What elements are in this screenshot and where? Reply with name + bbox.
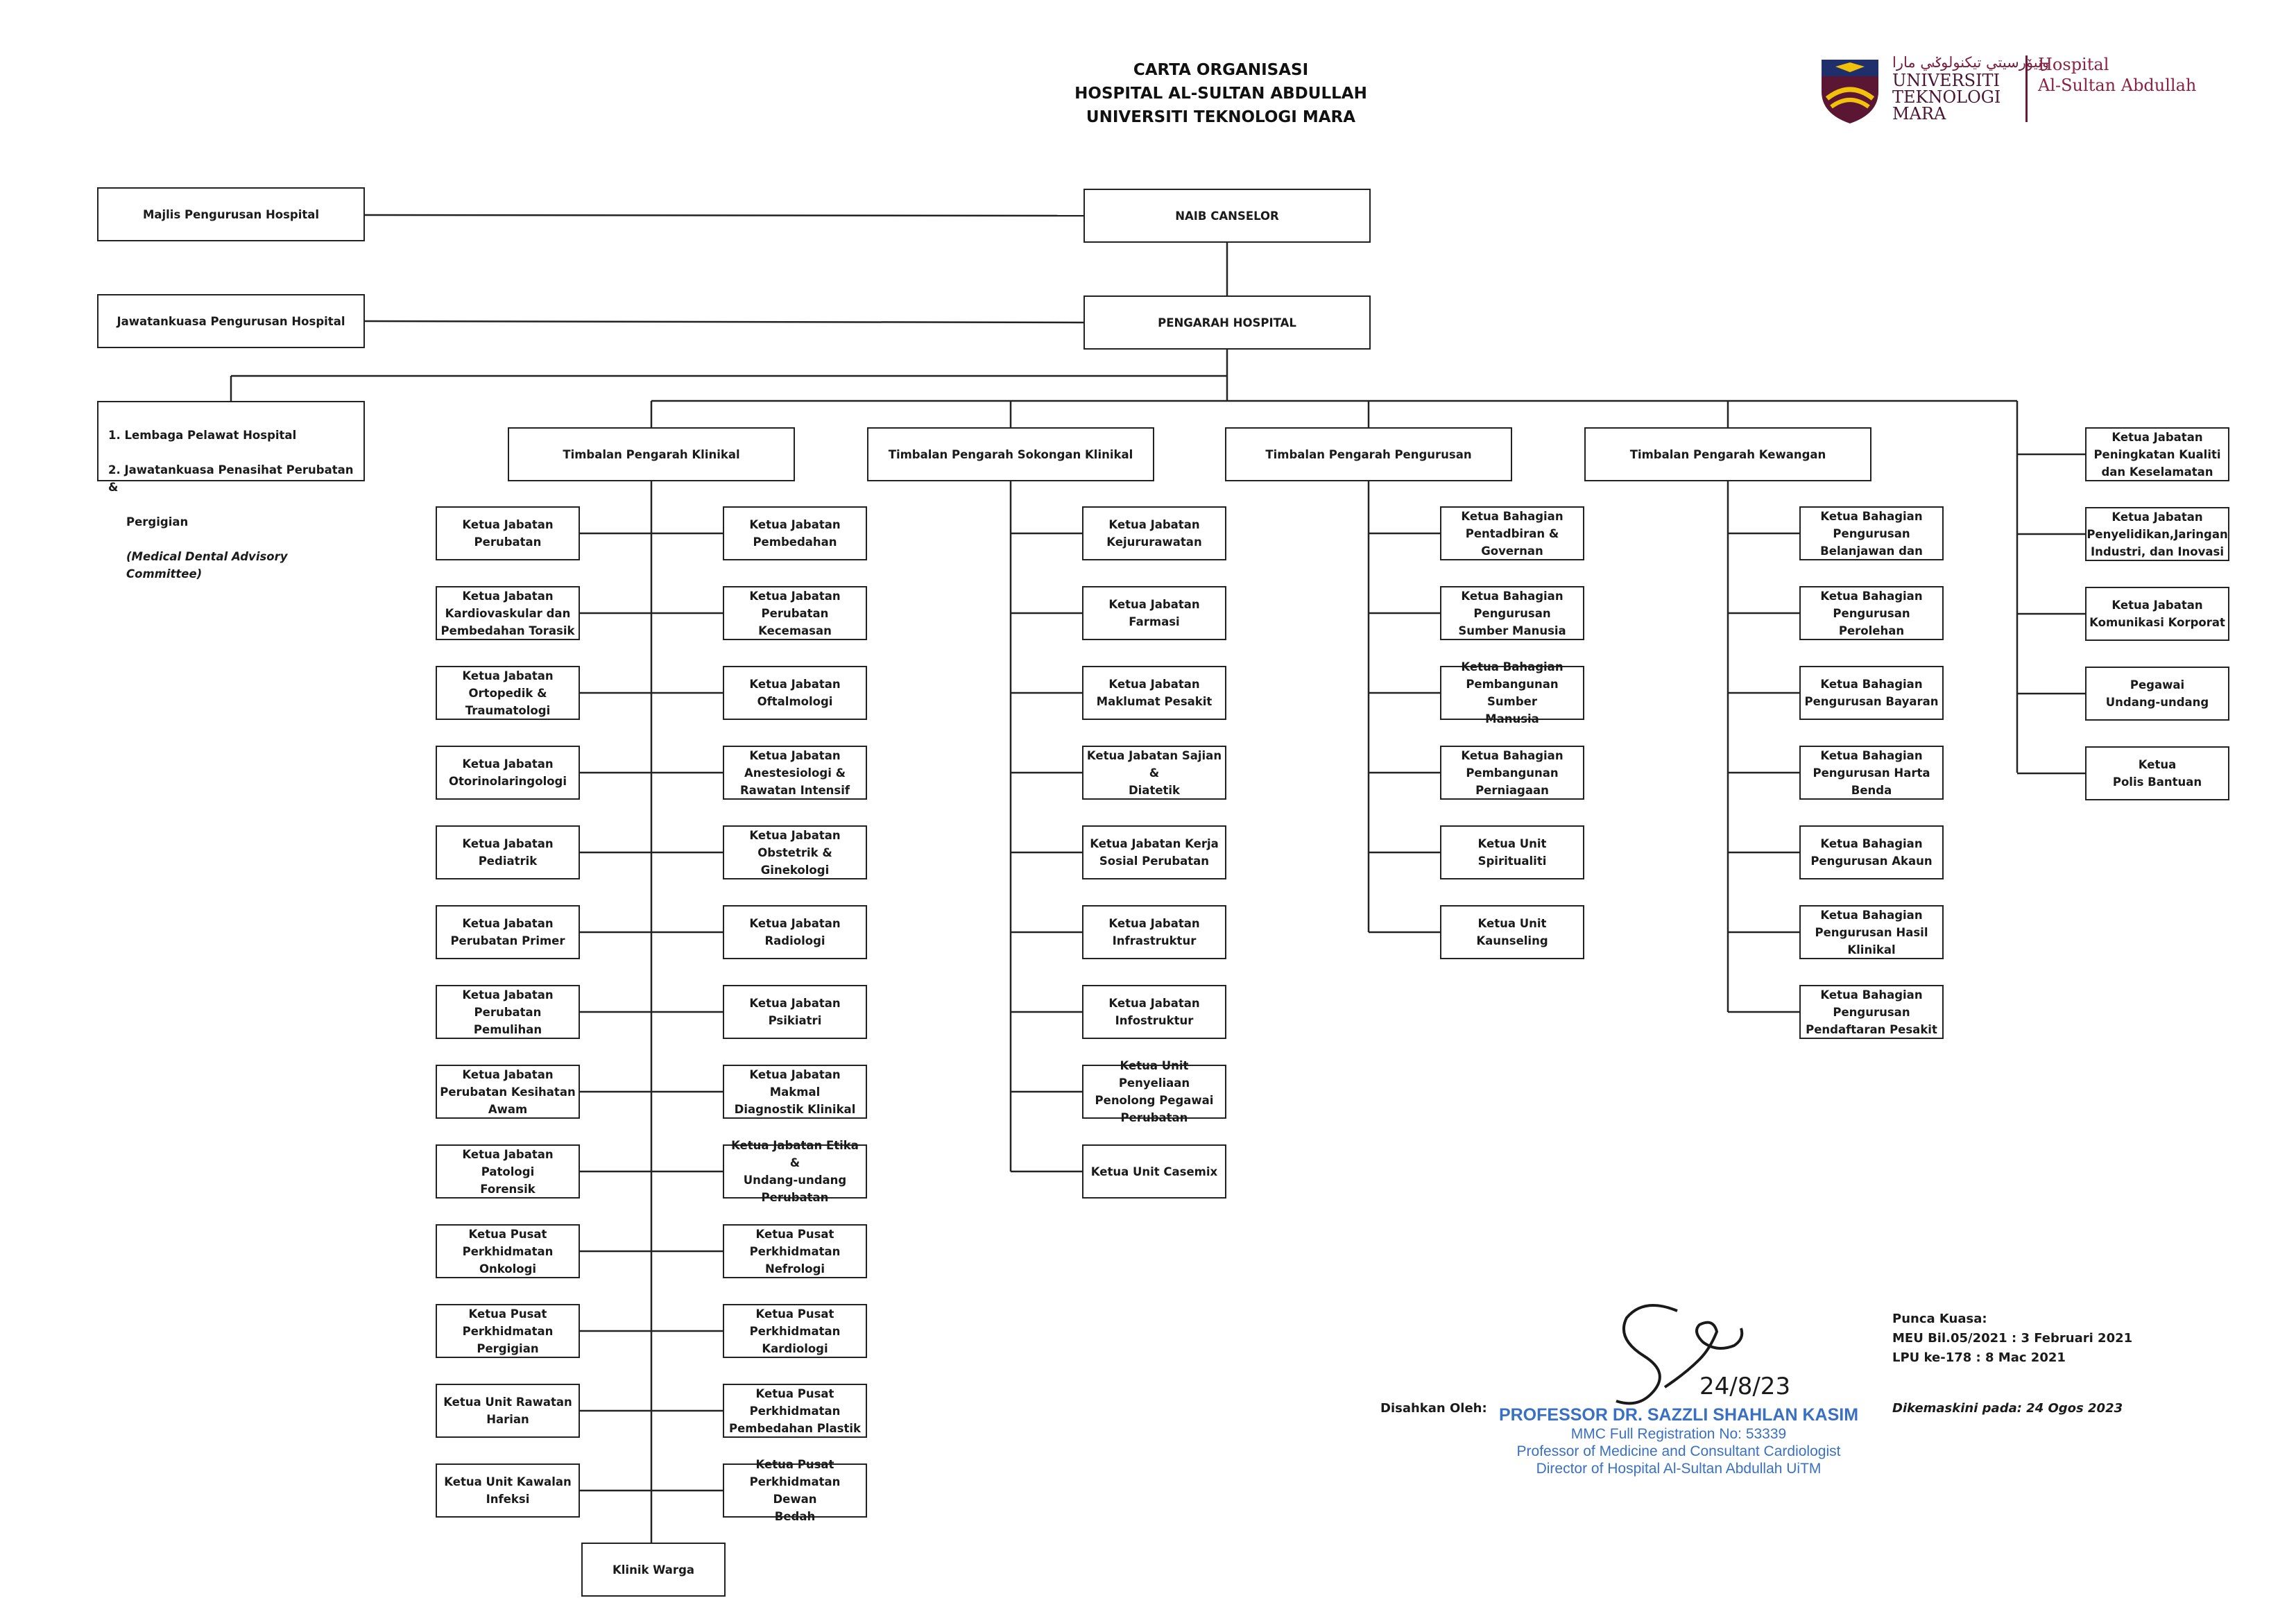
approval-stamp: PROFESSOR DR. SAZZLI SHAHLAN KASIM MMC F… (1491, 1405, 1866, 1477)
chart-title: CARTA ORGANISASI HOSPITAL AL-SULTAN ABDU… (943, 58, 1498, 129)
punca-kuasa: Punca Kuasa: MEU Bil.05/2021 : 3 Februar… (1892, 1309, 2132, 1368)
title-line-3: UNIVERSITI TEKNOLOGI MARA (1086, 108, 1356, 126)
box-sokongan-6: Ketua Jabatan Infrastruktur (1082, 905, 1226, 959)
box-sokongan-5: Ketua Jabatan Kerja Sosial Perubatan (1082, 825, 1226, 879)
box-klinikal-right-2: Ketua Jabatan Perubatan Kecemasan (723, 586, 867, 640)
box-klinikal-right-12: Ketua Pusat Perkhidmatan Pembedahan Plas… (723, 1384, 867, 1438)
box-klinikal-right-13: Ketua Pusat Perkhidmatan Dewan Bedah (723, 1458, 867, 1523)
box-timbalan-pengurusan: Timbalan Pengarah Pengurusan (1225, 427, 1512, 481)
connector-jawatankuasa (364, 320, 1084, 324)
logo-uni-line: MARA (1892, 104, 1946, 123)
box-klinikal-left-7: Ketua Jabatan Perubatan Pemulihan (436, 985, 580, 1039)
logo-arabic-text: ﻭﻧﻴﯚﺭﺳﻴﺘﻲ ﺗﻴﻜﻨﻮﻟﻮݢﻲ ﻣﺎرا (1892, 54, 2050, 71)
title-line-2: HOSPITAL AL-SULTAN ABDULLAH (1074, 85, 1367, 103)
box-kewangan-1: Ketua Bahagian Pengurusan Belanjawan dan (1799, 506, 1944, 560)
box-klinikal-right-3: Ketua Jabatan Oftalmologi (723, 666, 867, 720)
box-pengurusan-1: Ketua Bahagian Pentadbiran & Governan (1440, 506, 1584, 560)
advisory-item-2: 2. Jawatankuasa Penasihat Perubatan & (108, 463, 354, 494)
signature-date: 24/8/23 (1699, 1373, 1790, 1400)
advisory-item-1: 1. Lembaga Pelawat Hospital (108, 429, 297, 442)
box-sokongan-7: Ketua Jabatan Infostruktur (1082, 985, 1226, 1039)
box-pengurusan-6: Ketua Unit Kaunseling (1440, 905, 1584, 959)
box-klinikal-left-11: Ketua Pusat Perkhidmatan Pergigian (436, 1304, 580, 1358)
box-naib-canselor: NAIB CANSELOR (1083, 189, 1371, 243)
box-klinikal-left-9: Ketua Jabatan Patologi Forensik (436, 1144, 580, 1199)
approver-line: MMC Full Registration No: 53339 (1570, 1426, 1787, 1442)
updated-date: Dikemaskini pada: 24 Ogos 2023 (1892, 1401, 2123, 1416)
box-klinikal-right-1: Ketua Jabatan Pembedahan (723, 506, 867, 560)
box-sokongan-3: Ketua Jabatan Maklumat Pesakit (1082, 666, 1226, 720)
box-klinikal-left-10: Ketua Pusat Perkhidmatan Onkologi (436, 1224, 580, 1278)
box-jawatankuasa-pengurusan: Jawatankuasa Pengurusan Hospital (97, 294, 365, 348)
approver-line: Director of Hospital Al-Sultan Abdullah … (1536, 1461, 1822, 1477)
approver-name: PROFESSOR DR. SAZZLI SHAHLAN KASIM (1498, 1405, 1859, 1425)
approval-label: Disahkan Oleh: (1380, 1401, 1487, 1416)
advisory-item-2b: Pergigian (126, 515, 189, 529)
box-direct-1: Ketua Jabatan Peningkatan Kualiti dan Ke… (2085, 427, 2229, 481)
box-kewangan-6: Ketua Bahagian Pengurusan Hasil Klinikal (1799, 905, 1944, 959)
box-klinikal-right-11: Ketua Pusat Perkhidmatan Kardiologi (723, 1304, 867, 1358)
punca-line: Punca Kuasa: (1892, 1312, 1987, 1326)
logo-hospital-line: Al-Sultan Abdullah (2038, 76, 2197, 95)
box-sokongan-4: Ketua Jabatan Sajian & Diatetik (1082, 746, 1226, 800)
box-sokongan-8: Ketua Unit Penyeliaan Penolong Pegawai P… (1082, 1059, 1226, 1124)
box-klinik-warga: Klinik Warga (581, 1543, 726, 1597)
box-majlis-pengurusan: Majlis Pengurusan Hospital (97, 187, 365, 241)
handwritten-signature: 24/8/23 (1616, 1304, 1790, 1405)
box-klinikal-right-10: Ketua Pusat Perkhidmatan Nefrologi (723, 1224, 867, 1278)
logo-uni-line: TEKNOLOGI (1892, 87, 2001, 107)
connector-majlis (364, 214, 1084, 217)
box-direct-5: Ketua Polis Bantuan (2085, 746, 2229, 800)
box-klinikal-left-5: Ketua Jabatan Pediatrik (436, 825, 580, 879)
box-kewangan-7: Ketua Bahagian Pengurusan Pendaftaran Pe… (1799, 985, 1944, 1039)
box-klinikal-right-4: Ketua Jabatan Anestesiologi & Rawatan In… (723, 746, 867, 800)
box-pengurusan-5: Ketua Unit Spiritualiti (1440, 825, 1584, 879)
logo-hospital-line: Hospital (2038, 55, 2109, 74)
punca-line: MEU Bil.05/2021 : 3 Februari 2021 (1892, 1331, 2133, 1346)
box-pengurusan-3: Ketua Bahagian Pembangunan Sumber Manusi… (1440, 660, 1584, 725)
box-sokongan-1: Ketua Jabatan Kejururawatan (1082, 506, 1226, 560)
box-klinikal-left-4: Ketua Jabatan Otorinolaringologi (436, 746, 580, 800)
box-timbalan-klinikal: Timbalan Pengarah Klinikal (508, 427, 795, 481)
box-klinikal-right-6: Ketua Jabatan Radiologi (723, 905, 867, 959)
uitm-shield-icon (1822, 60, 1878, 123)
box-pengurusan-2: Ketua Bahagian Pengurusan Sumber Manusia (1440, 586, 1584, 640)
logo-hospital-name: Hospital Al-Sultan Abdullah (2038, 54, 2196, 96)
box-klinikal-left-1: Ketua Jabatan Perubatan (436, 506, 580, 560)
approver-line: Professor of Medicine and Consultant Car… (1516, 1443, 1841, 1459)
box-klinikal-right-5: Ketua Jabatan Obstetrik & Ginekologi (723, 825, 867, 879)
box-klinikal-left-2: Ketua Jabatan Kardiovaskular dan Pembeda… (436, 586, 580, 640)
box-klinikal-right-9: Ketua Jabatan Etika & Undang-undang Peru… (723, 1139, 867, 1204)
box-kewangan-3: Ketua Bahagian Pengurusan Bayaran (1799, 666, 1944, 720)
box-klinikal-left-6: Ketua Jabatan Perubatan Primer (436, 905, 580, 959)
logo-divider (2025, 55, 2028, 122)
box-klinikal-left-13: Ketua Unit Kawalan Infeksi (436, 1463, 580, 1518)
box-sokongan-2: Ketua Jabatan Farmasi (1082, 586, 1226, 640)
box-klinikal-left-12: Ketua Unit Rawatan Harian (436, 1384, 580, 1438)
logo-uni-line: UNIVERSITI (1892, 71, 2001, 90)
logo-university-name: UNIVERSITI TEKNOLOGI MARA (1892, 72, 2001, 122)
box-direct-2: Ketua Jabatan Penyelidikan,Jaringan Indu… (2085, 507, 2229, 561)
box-advisory-committees: 1. Lembaga Pelawat Hospital 2. Jawatanku… (97, 401, 365, 581)
box-klinikal-left-3: Ketua Jabatan Ortopedik & Traumatologi (436, 666, 580, 720)
box-kewangan-4: Ketua Bahagian Pengurusan Harta Benda (1799, 746, 1944, 800)
box-pengurusan-4: Ketua Bahagian Pembangunan Perniagaan (1440, 746, 1584, 800)
box-kewangan-5: Ketua Bahagian Pengurusan Akaun (1799, 825, 1944, 879)
box-klinikal-left-8: Ketua Jabatan Perubatan Kesihatan Awam (436, 1065, 580, 1119)
advisory-item-2c: (Medical Dental Advisory Committee) (126, 550, 288, 581)
uitm-hospital-logo: ﻭﻧﻴﯚﺭﺳﻴﺘﻲ ﺗﻴﻜﻨﻮﻟﻮݢﻲ ﻣﺎرا UNIVERSITI TEKN… (1817, 54, 2206, 130)
title-line-1: CARTA ORGANISASI (1133, 61, 1309, 79)
box-sokongan-9: Ketua Unit Casemix (1082, 1144, 1226, 1199)
box-klinikal-right-8: Ketua Jabatan Makmal Diagnostik Klinikal (723, 1065, 867, 1119)
punca-line: LPU ke-178 : 8 Mac 2021 (1892, 1350, 2066, 1365)
box-kewangan-2: Ketua Bahagian Pengurusan Perolehan (1799, 586, 1944, 640)
box-timbalan-sokongan: Timbalan Pengarah Sokongan Klinikal (867, 427, 1154, 481)
box-klinikal-right-7: Ketua Jabatan Psikiatri (723, 985, 867, 1039)
box-direct-3: Ketua Jabatan Komunikasi Korporat (2085, 587, 2229, 641)
box-timbalan-kewangan: Timbalan Pengarah Kewangan (1584, 427, 1871, 481)
box-direct-4: Pegawai Undang-undang (2085, 667, 2229, 721)
box-pengarah-hospital: PENGARAH HOSPITAL (1083, 295, 1371, 350)
